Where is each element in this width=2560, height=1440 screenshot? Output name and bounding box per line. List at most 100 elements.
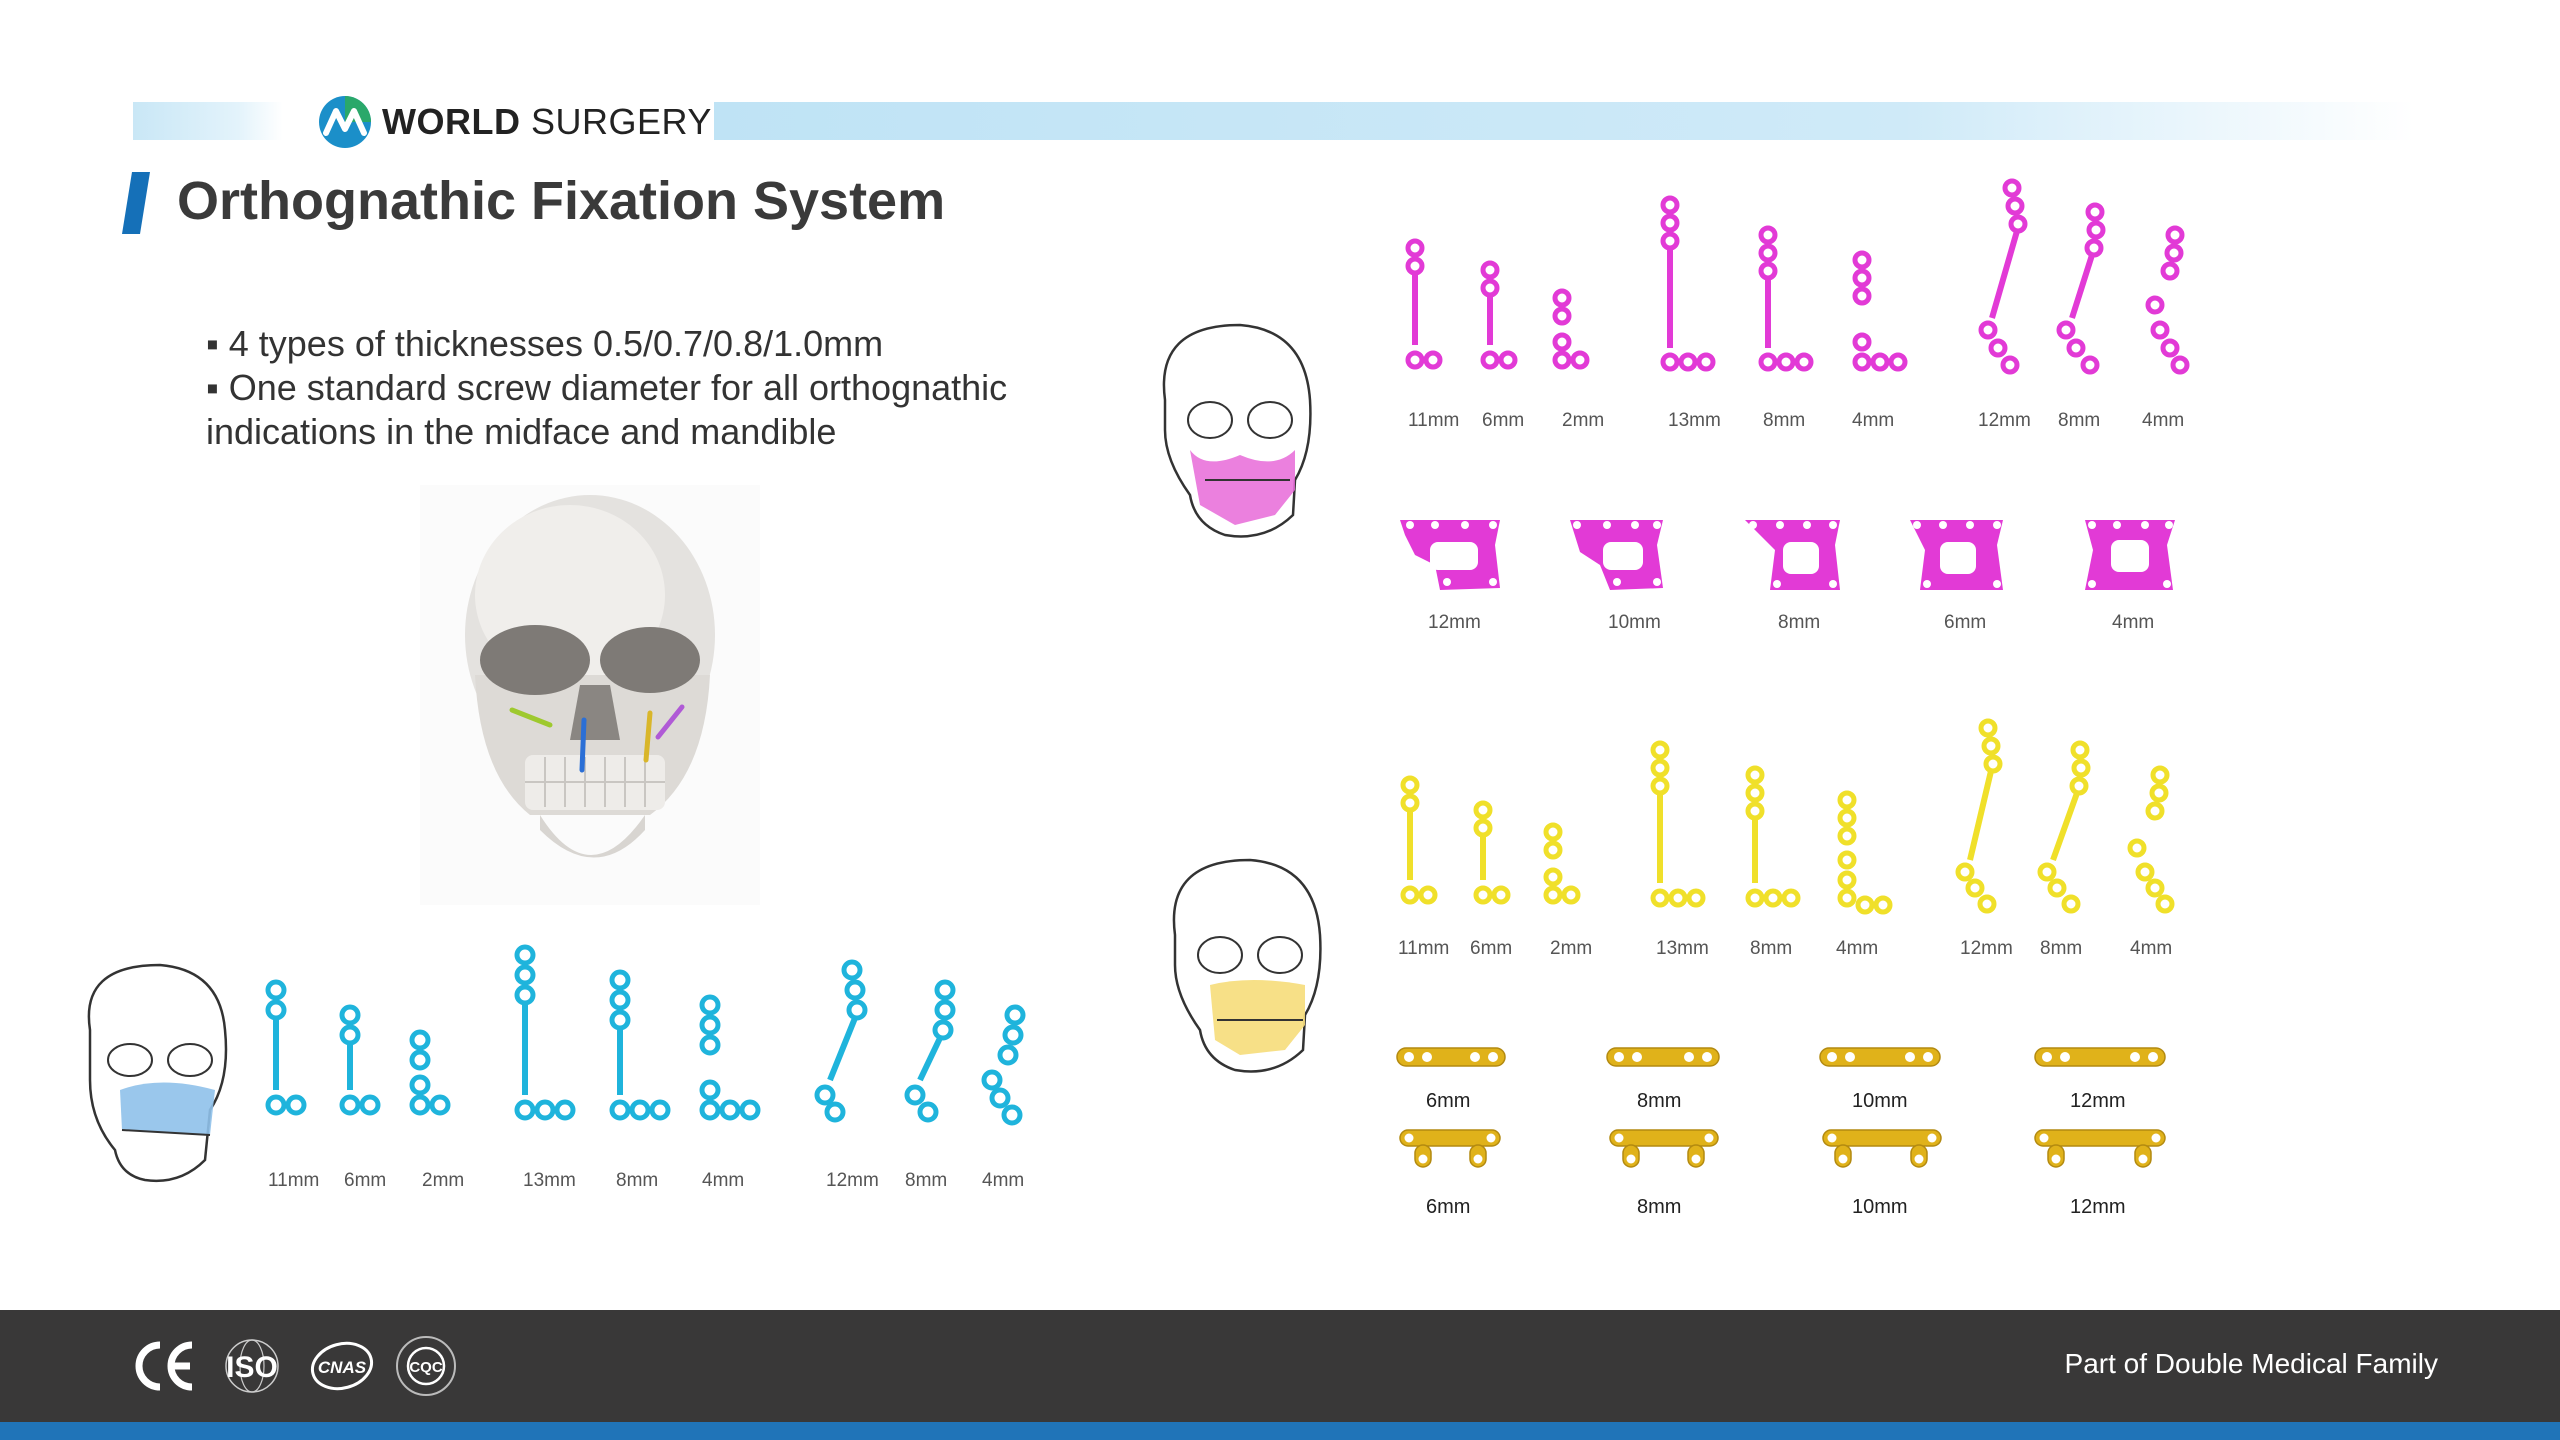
plate-4mm (1837, 790, 1893, 915)
yellow-label-8mm: 8mm (1750, 938, 1793, 959)
straight-label-10mm: 10mm (1852, 1090, 1908, 1112)
svg-text:ISO: ISO (226, 1351, 278, 1384)
blue-label-11mm: 11mm (268, 1170, 320, 1191)
h-label-6mm: 6mm (1426, 1196, 1471, 1218)
skull-sketch-magenta-midface (1162, 323, 1312, 538)
straight-plate-10mm (1819, 1047, 1941, 1067)
footer-accent-line (0, 1422, 2560, 1440)
plate-6mm (1480, 260, 1518, 370)
bullet-screw: ▪ One standard screw diameter for all or… (206, 367, 1008, 452)
blue-label-6mm: 6mm (344, 1170, 387, 1191)
plate-13mm (1660, 195, 1716, 372)
magenta-l-plates (1405, 178, 2190, 375)
magenta-label-4mm: 4mm (1852, 410, 1895, 431)
plate-8mm-angled (2056, 202, 2106, 375)
magenta-label-6mm: 6mm (1482, 410, 1525, 431)
plate-12mm-angled (1955, 718, 2003, 914)
plate-12mm-angled (814, 959, 868, 1123)
straight-plate-6mm (1396, 1047, 1506, 1067)
blue-label-4mm: 4mm (702, 1170, 745, 1191)
magenta-label-8mm-2: 8mm (2058, 410, 2101, 431)
plate-2mm (409, 1029, 451, 1116)
plate-2mm (1552, 288, 1590, 370)
yellow-label-2mm: 2mm (1550, 938, 1593, 959)
magenta-box-plates (1400, 520, 2175, 590)
magenta-box-label-8mm: 8mm (1778, 612, 1821, 633)
magenta-label-13mm: 13mm (1668, 410, 1721, 431)
cqc-icon: CQC (396, 1336, 456, 1396)
title-accent-bar (122, 172, 150, 234)
iso-icon: ISO (225, 1339, 279, 1393)
h-label-10mm: 10mm (1852, 1196, 1908, 1218)
plate-8mm-angled (2037, 740, 2091, 914)
magenta-box-label-12mm: 12mm (1428, 612, 1481, 633)
plate-8mm-angled (904, 979, 956, 1123)
skull-sketch-blue-maxilla (87, 963, 228, 1182)
box-plate-10mm (1570, 520, 1663, 590)
blue-l-plates (265, 944, 1026, 1126)
plate-4mm-b (699, 994, 761, 1121)
straight-label-12mm: 12mm (2070, 1090, 2126, 1112)
magenta-label-2mm: 2mm (1562, 410, 1605, 431)
magenta-label-8mm: 8mm (1763, 410, 1806, 431)
yellow-label-6mm: 6mm (1470, 938, 1513, 959)
header-bar-right (714, 102, 2414, 140)
box-plate-4mm (2085, 520, 2175, 590)
straight-label-6mm: 6mm (1426, 1090, 1471, 1112)
straight-plate-12mm (2034, 1047, 2166, 1067)
magenta-label-11mm: 11mm (1408, 410, 1460, 431)
magenta-label-4mm-2: 4mm (2142, 410, 2185, 431)
plate-4mm-angled (981, 1004, 1026, 1126)
feature-bullets: ▪ 4 types of thicknesses 0.5/0.7/0.8/1.0… (206, 322, 1106, 454)
bullet-thickness: ▪ 4 types of thicknesses 0.5/0.7/0.8/1.0… (206, 323, 884, 364)
magenta-box-label-10mm: 10mm (1608, 612, 1661, 633)
blue-label-13mm: 13mm (523, 1170, 576, 1191)
blue-label-2mm: 2mm (422, 1170, 465, 1191)
blue-label-8mm-2: 8mm (905, 1170, 948, 1191)
h-plate-6mm (1399, 1129, 1501, 1168)
yellow-label-13mm: 13mm (1656, 938, 1709, 959)
magenta-box-label-4mm: 4mm (2112, 612, 2155, 633)
company-logo: WORLD SURGERY (318, 94, 712, 150)
svg-text:CQC: CQC (409, 1359, 443, 1376)
h-plate-8mm (1609, 1129, 1719, 1168)
plate-6mm (339, 1004, 381, 1116)
plate-4mm-angled (2127, 765, 2175, 914)
h-plate-12mm (2034, 1129, 2166, 1168)
gold-straight-plates (1396, 1047, 2166, 1067)
h-label-12mm: 12mm (2070, 1196, 2126, 1218)
plate-4mm-angled (2145, 225, 2190, 375)
logo-text: WORLD SURGERY (382, 101, 712, 142)
certification-icons: ISO CNAS CQC (135, 1336, 456, 1396)
magenta-label-12mm: 12mm (1978, 410, 2031, 431)
yellow-label-4mm-2: 4mm (2130, 938, 2173, 959)
skull-3d-image (420, 485, 760, 905)
plate-11mm (1400, 775, 1438, 905)
ce-mark-icon (135, 1341, 193, 1391)
plate-8mm-b (609, 969, 671, 1121)
yellow-l-plates (1400, 718, 2175, 915)
plate-11mm (265, 979, 307, 1116)
blue-label-8mm: 8mm (616, 1170, 659, 1191)
header-bar-left (133, 102, 283, 140)
box-plate-8mm (1745, 520, 1840, 590)
yellow-label-4mm: 4mm (1836, 938, 1879, 959)
world-surgery-logo-icon (319, 96, 371, 148)
h-label-8mm: 8mm (1637, 1196, 1682, 1218)
plate-13mm (1650, 740, 1706, 908)
plate-4mm (1852, 250, 1908, 372)
skull-sketch-yellow-mandible (1172, 858, 1322, 1073)
yellow-label-11mm: 11mm (1398, 938, 1450, 959)
page-title: Orthognathic Fixation System (177, 171, 946, 231)
plate-2mm (1543, 822, 1581, 905)
plate-8mm (1745, 765, 1801, 908)
footer-tagline: Part of Double Medical Family (2064, 1348, 2438, 1379)
straight-label-8mm: 8mm (1637, 1090, 1682, 1112)
yellow-label-12mm: 12mm (1960, 938, 2013, 959)
footer-bar (0, 1310, 2560, 1422)
plate-11mm (1405, 238, 1443, 370)
blue-label-4mm-2: 4mm (982, 1170, 1025, 1191)
plate-6mm (1473, 800, 1511, 905)
plate-13mm (514, 944, 576, 1121)
svg-text:CNAS: CNAS (318, 1358, 367, 1377)
